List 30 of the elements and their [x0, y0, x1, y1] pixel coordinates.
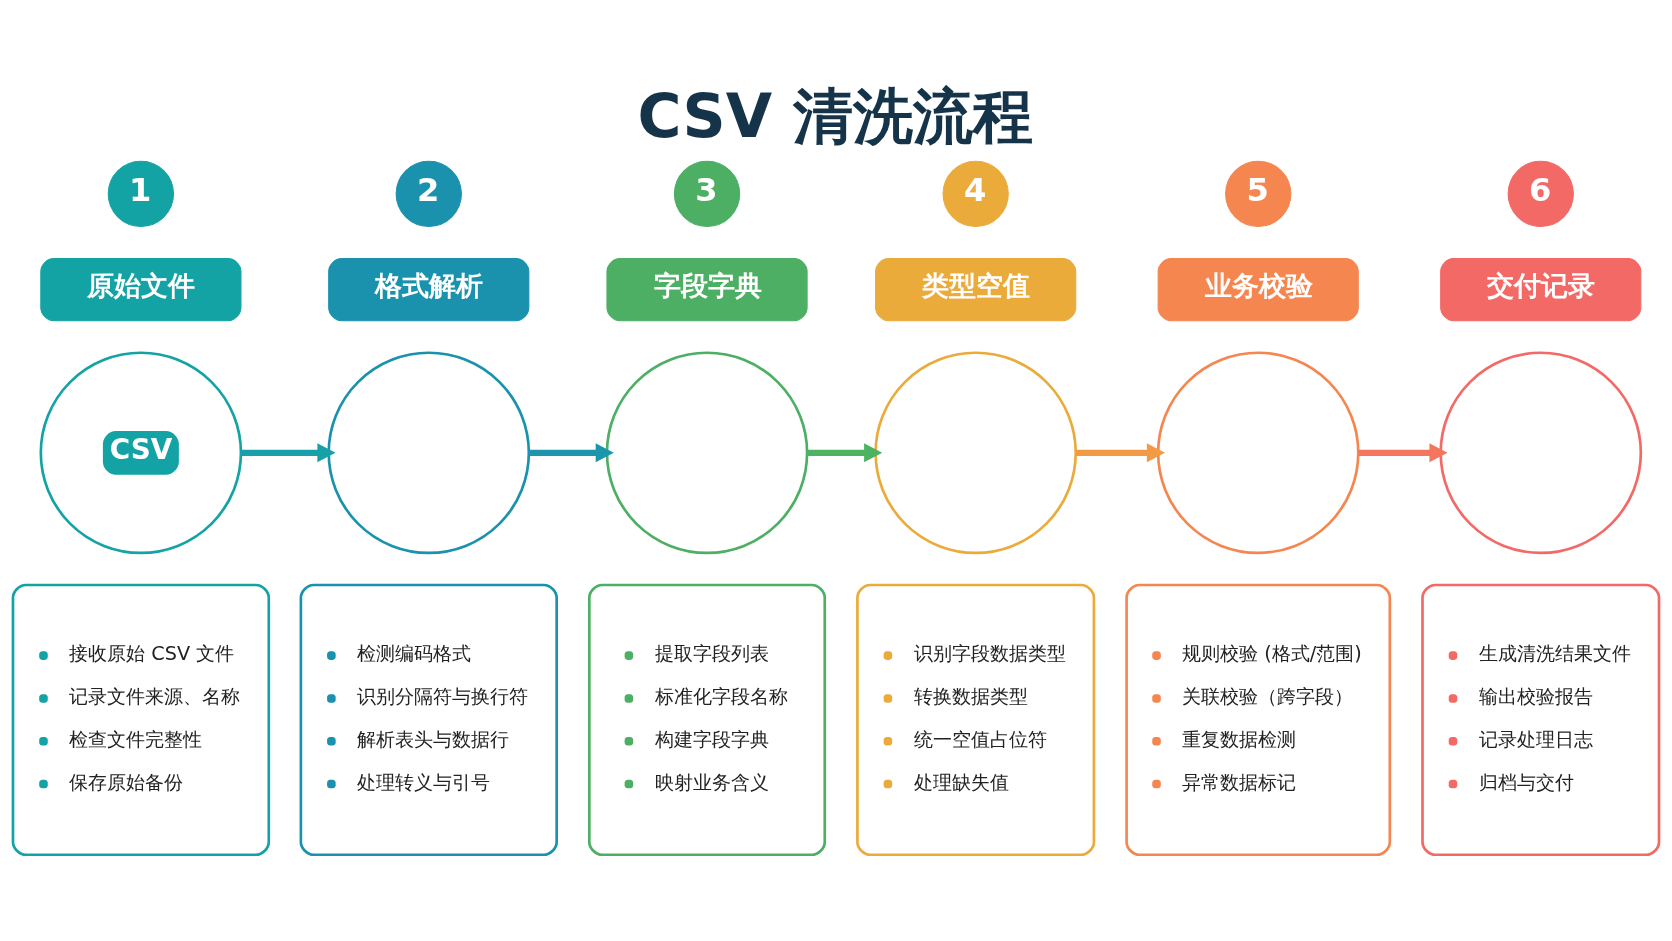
node-box: 原始文件 [40, 258, 242, 322]
arrow [1358, 443, 1448, 463]
node-box: 类型空值 [875, 258, 1077, 322]
node-box: 字段字典 [606, 258, 808, 322]
node-circle: 3 [673, 160, 741, 227]
node-circle [605, 351, 809, 555]
node-box: 识别字段数据类型 转换数据类型 统一空值占位符 处理缺失值 [856, 583, 1096, 857]
node-circle [1439, 351, 1643, 555]
node-box: 交付记录 [1440, 258, 1642, 322]
node-box: 检测编码格式 识别分隔符与换行符 解析表头与数据行 处理转义与引号 [299, 583, 558, 857]
node-circle: 4 [942, 160, 1009, 227]
node-box: 生成清洗结果文件 输出校验报告 记录处理日志 归档与交付 [1421, 583, 1661, 857]
arrow [240, 443, 336, 463]
node-circle [1156, 351, 1360, 555]
node-box: 业务校验 [1157, 258, 1359, 322]
node-circle: CSV [39, 351, 243, 555]
node-circle: 1 [107, 160, 175, 227]
node-circle: 5 [1225, 160, 1292, 227]
node-circle: 2 [395, 160, 462, 227]
node-circle: 6 [1507, 160, 1574, 227]
arrow [1075, 443, 1165, 463]
node-box: 格式解析 [328, 258, 530, 322]
diagram-title: CSV 清洗流程 [637, 81, 1033, 152]
node-box: 规则校验 (格式/范围) 关联校验（跨字段） 重复数据检测 异常数据标记 [1125, 583, 1392, 857]
arrow [529, 443, 614, 463]
node-circle [874, 351, 1078, 555]
node-box: 接收原始 CSV 文件 记录文件来源、名称 检查文件完整性 保存原始备份 [11, 583, 271, 857]
arrow [807, 443, 883, 463]
node-circle [327, 351, 531, 555]
node-box: 提取字段列表 标准化字段名称 构建字段字典 映射业务含义 [587, 583, 827, 857]
